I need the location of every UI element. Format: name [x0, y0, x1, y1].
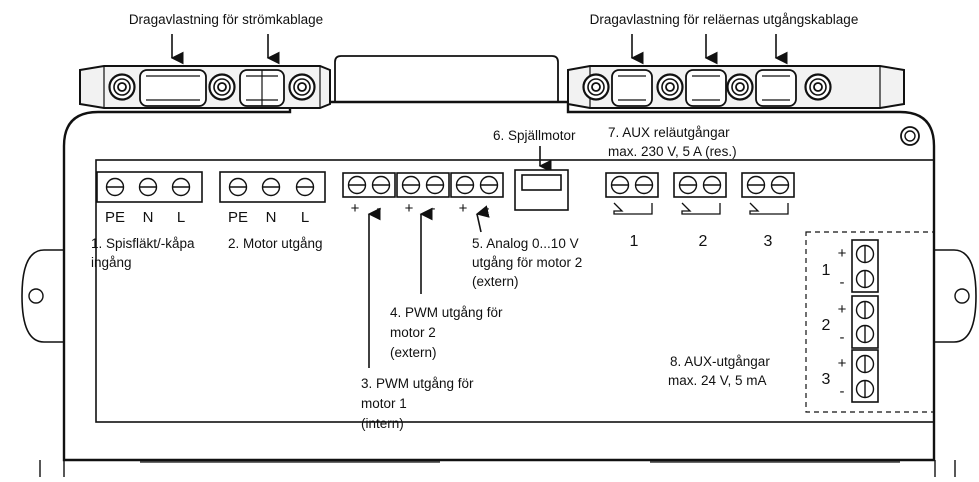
relay-outputs-spec: max. 230 V, 5 A (res.) [608, 144, 737, 159]
polarity-plus: + [405, 200, 414, 217]
relay-number: 1 [630, 233, 639, 250]
polarity-minus: - [485, 200, 490, 217]
relay-terminal-1: 1 [605, 172, 659, 250]
terminal-label: PE [105, 209, 125, 226]
polarity-plus: + [838, 245, 847, 262]
pwm2-label-1: 4. PWM utgång för [390, 305, 503, 320]
aux-number: 2 [822, 317, 831, 334]
damper-connector [514, 169, 569, 211]
terminal-label: N [266, 209, 277, 226]
terminal-label: L [301, 209, 309, 226]
polarity-plus: + [459, 200, 468, 217]
aux-terminals: + 1 - + 2 - + 3 - [822, 239, 879, 403]
strain-relief-relay [567, 65, 905, 109]
aux-dashed-zone [805, 231, 935, 413]
relay-terminal-3: 3 [741, 172, 795, 250]
aux-outputs-spec: max. 24 V, 5 mA [668, 373, 767, 388]
terminal-block-hood-input: PE N L [96, 171, 203, 226]
motor-output-label: 2. Motor utgång [228, 236, 323, 251]
polarity-minus: - [840, 274, 845, 291]
pwm1-label-3: (intern) [361, 416, 404, 431]
polarity-plus: + [351, 200, 360, 217]
aux-number: 3 [822, 371, 831, 388]
hood-input-label: 1. Spisfläkt/-kåpa [91, 236, 195, 251]
analog-output-label-3: (extern) [472, 274, 519, 289]
terminal-label: PE [228, 209, 248, 226]
relay-number: 3 [764, 233, 773, 250]
terminal-label: L [177, 209, 185, 226]
pwm1-label-1: 3. PWM utgång för [361, 376, 474, 391]
polarity-minus: - [840, 329, 845, 346]
terminal-block-pwm-analog: + - + - + - [342, 172, 504, 217]
polarity-plus: + [838, 301, 847, 318]
terminal-label: N [143, 209, 154, 226]
aux-number: 1 [822, 262, 831, 279]
hood-input-label-2: ingång [91, 255, 132, 270]
polarity-minus: - [431, 200, 436, 217]
damper-label: 6. Spjällmotor [493, 128, 576, 143]
strain-relay-callout: Dragavlastning för reläernas utgångskabl… [590, 12, 859, 27]
pwm1-label-2: motor 1 [361, 396, 407, 411]
analog-output-label-2: utgång för motor 2 [472, 255, 582, 270]
polarity-minus: - [377, 200, 382, 217]
relay-outputs-label: 7. AUX reläutgångar [608, 125, 730, 140]
housing [21, 55, 977, 477]
analog-output-label-1: 5. Analog 0...10 V [472, 236, 579, 251]
relay-number: 2 [699, 233, 708, 250]
strain-relief-power [79, 65, 331, 109]
polarity-minus: - [840, 383, 845, 400]
arrow [475, 205, 490, 233]
polarity-plus: + [838, 355, 847, 372]
strain-power-callout: Dragavlastning för strömkablage [129, 12, 323, 27]
terminal-block-motor-output: PE N L [219, 171, 326, 226]
aux-outputs-label: 8. AUX-utgångar [670, 354, 770, 369]
pwm2-label-3: (extern) [390, 345, 437, 360]
pwm2-label-2: motor 2 [390, 325, 436, 340]
relay-terminal-2: 2 [673, 172, 727, 250]
